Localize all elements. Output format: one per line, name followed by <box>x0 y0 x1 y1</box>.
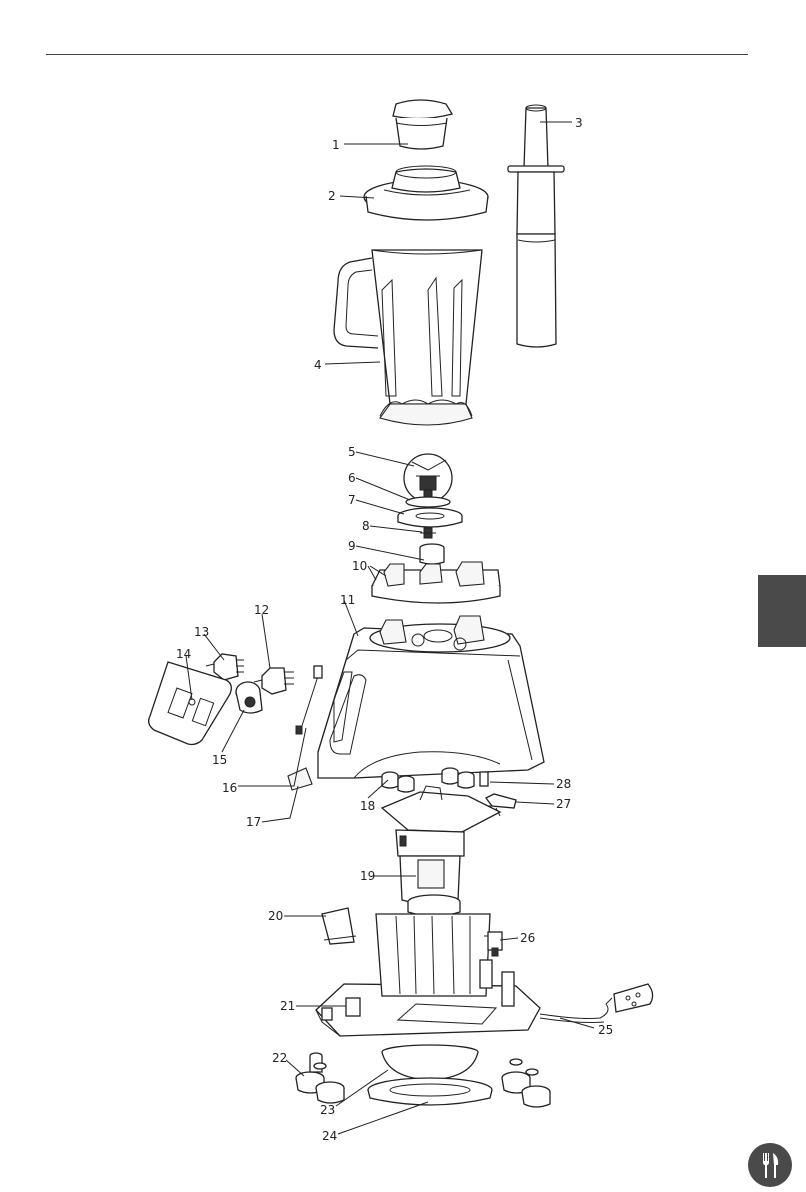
label-19: 19 <box>360 869 375 883</box>
part-motor <box>382 786 500 904</box>
label-25: 25 <box>598 1023 613 1037</box>
label-26: 26 <box>520 931 535 945</box>
part-jar <box>334 250 482 425</box>
label-27: 27 <box>556 797 571 811</box>
label-20: 20 <box>268 909 283 923</box>
label-8: 8 <box>362 519 370 533</box>
part-jar-pad <box>368 562 500 603</box>
part-coupling-pin <box>420 528 436 538</box>
label-12: 12 <box>254 603 269 617</box>
part-base-dome <box>382 1045 478 1080</box>
label-23: 23 <box>320 1103 335 1117</box>
part-fan <box>408 895 460 916</box>
part-tamper <box>508 105 564 347</box>
label-22: 22 <box>272 1051 287 1065</box>
part-drive-socket <box>420 544 444 564</box>
label-3: 3 <box>575 116 583 130</box>
part-motor-base <box>318 616 544 778</box>
part-spring <box>480 772 488 786</box>
label-17: 17 <box>246 815 261 829</box>
part-wire <box>296 666 322 734</box>
part-lid <box>364 166 488 220</box>
part-retaining-nut <box>398 508 462 527</box>
label-4: 4 <box>314 358 322 372</box>
label-15: 15 <box>212 753 227 767</box>
label-10: 10 <box>352 559 367 573</box>
label-21: 21 <box>280 999 295 1013</box>
part-knob <box>236 682 262 713</box>
label-5: 5 <box>348 445 356 459</box>
label-14: 14 <box>176 647 191 661</box>
label-16: 16 <box>222 781 237 795</box>
part-power-cord <box>540 984 653 1023</box>
label-11: 11 <box>340 593 355 607</box>
label-2: 2 <box>328 189 336 203</box>
label-28: 28 <box>556 777 571 791</box>
part-blade-assembly <box>404 454 452 502</box>
label-6: 6 <box>348 471 356 485</box>
part-bottom-plate <box>368 1078 492 1105</box>
part-lid-cap <box>393 100 452 149</box>
label-18: 18 <box>360 799 375 813</box>
part-seal <box>406 497 450 507</box>
label-1: 1 <box>332 138 340 152</box>
cutlery-icon <box>748 1143 792 1187</box>
label-24: 24 <box>322 1129 337 1143</box>
label-9: 9 <box>348 539 356 553</box>
label-13: 13 <box>194 625 209 639</box>
part-bracket <box>322 908 356 944</box>
part-pad <box>288 768 312 790</box>
label-7: 7 <box>348 493 356 507</box>
